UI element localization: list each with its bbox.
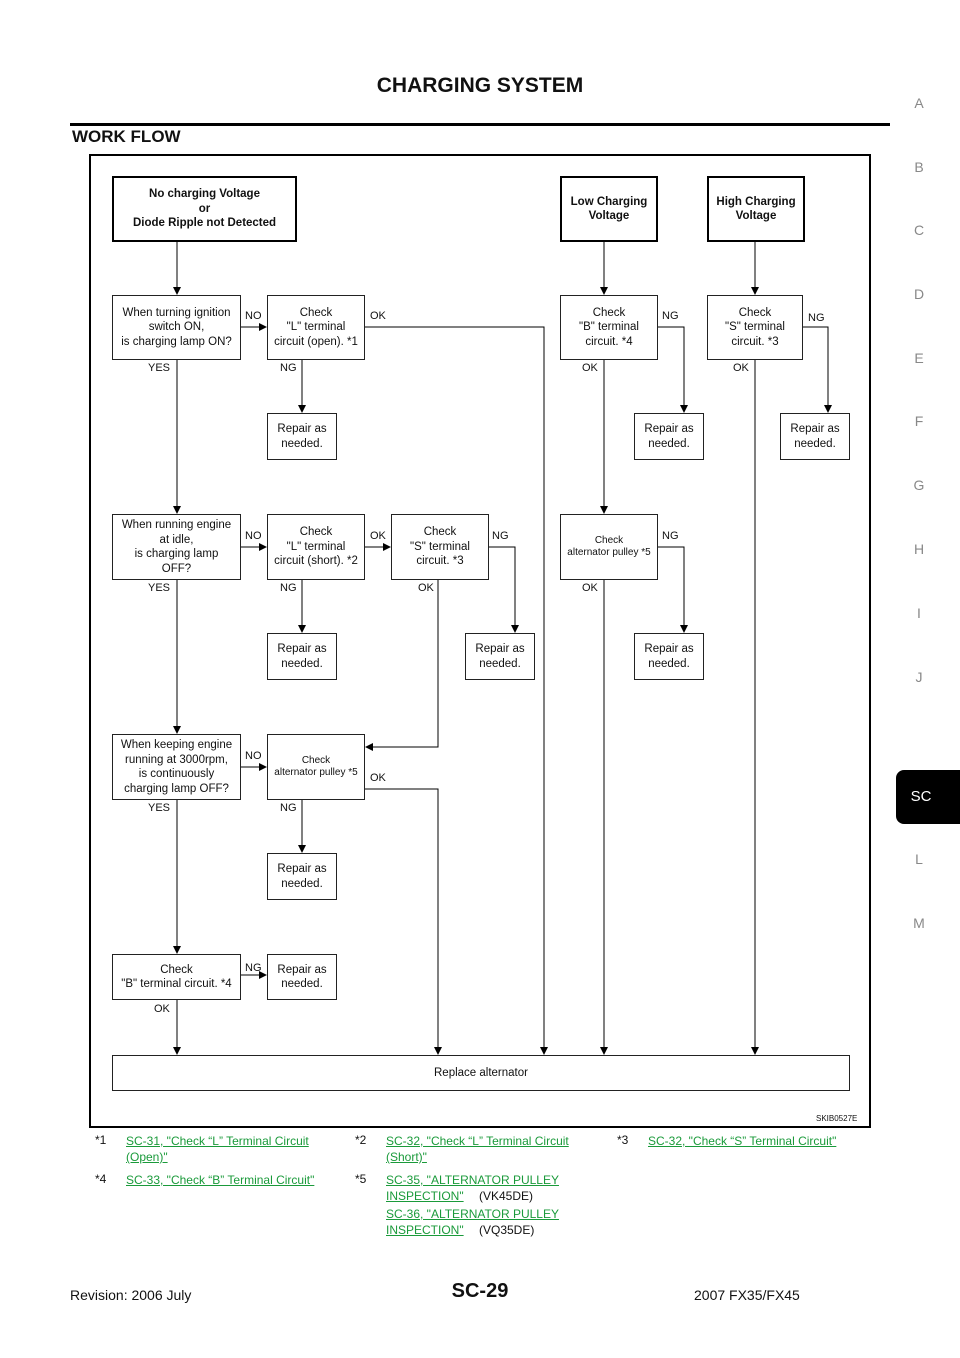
footnote-link-3[interactable]: SC-32, "Check “S” Terminal Circuit": [648, 1134, 837, 1148]
branch-label-no: NO: [245, 530, 262, 542]
diagram-frame: [89, 154, 871, 1128]
diagram-code: SKIB0527E: [816, 1114, 858, 1123]
side-index-d[interactable]: D: [913, 286, 925, 302]
side-index-c[interactable]: C: [913, 222, 925, 238]
repair-box: Repair as needed.: [780, 413, 850, 460]
branch-label-ng: NG: [662, 530, 679, 542]
branch-label-ok: OK: [370, 530, 386, 542]
check-s-terminal-1: Check "S" terminal circuit. *3: [707, 295, 803, 360]
footnote-link-5a[interactable]: SC-35, "ALTERNATOR PULLEY INSPECTION": [386, 1173, 559, 1203]
check-alternator-pulley-2: Check alternator pulley *5: [267, 734, 365, 800]
footnote-engine-vq35de: (VQ35DE): [479, 1223, 535, 1237]
repair-box: Repair as needed.: [267, 633, 337, 680]
footnote-number: *3: [617, 1133, 629, 1147]
side-index-l[interactable]: L: [915, 851, 923, 867]
question-ignition-lamp-on: When turning ignition switch ON, is char…: [112, 295, 241, 360]
page-title: CHARGING SYSTEM: [376, 74, 584, 97]
branch-label-ng: NG: [280, 362, 297, 374]
section-title: WORK FLOW: [72, 127, 181, 146]
side-index-sc[interactable]: SC: [910, 788, 932, 805]
branch-label-ok: OK: [582, 582, 598, 594]
header-rule: [70, 123, 890, 126]
branch-label-ng: NG: [662, 310, 679, 322]
branch-label-ng: NG: [245, 962, 262, 974]
repair-box: Repair as needed.: [267, 954, 337, 1000]
footnote-link-5b[interactable]: SC-36, "ALTERNATOR PULLEY INSPECTION": [386, 1207, 559, 1237]
branch-label-ng: NG: [808, 312, 825, 324]
branch-label-ok: OK: [370, 772, 386, 784]
branch-label-no: NO: [245, 750, 262, 762]
footnote-link-1[interactable]: SC-31, "Check “L” Terminal Circuit (Open…: [126, 1134, 309, 1164]
branch-label-ok: OK: [733, 362, 749, 374]
check-alternator-pulley-1: Check alternator pulley *5: [560, 514, 658, 580]
branch-label-ok: OK: [154, 1003, 170, 1015]
branch-label-ng: NG: [492, 530, 509, 542]
question-idle-lamp-off: When running engine at idle, is charging…: [112, 514, 241, 580]
footer-revision: Revision: 2006 July: [70, 1287, 192, 1303]
footnote-link-2[interactable]: SC-32, "Check “L” Terminal Circuit (Shor…: [386, 1134, 569, 1164]
side-index-j[interactable]: J: [915, 669, 923, 685]
branch-label-yes: YES: [148, 582, 171, 594]
branch-label-ok: OK: [582, 362, 598, 374]
branch-label-no: NO: [245, 310, 262, 322]
replace-alternator: Replace alternator: [112, 1055, 850, 1091]
side-index-g[interactable]: G: [913, 477, 925, 493]
branch-label-ng: NG: [280, 802, 297, 814]
side-index-f[interactable]: F: [914, 413, 924, 429]
branch-label-yes: YES: [148, 802, 171, 814]
start-no-charging-voltage: No charging Voltage or Diode Ripple not …: [112, 176, 297, 242]
side-index-b[interactable]: B: [914, 159, 924, 175]
check-s-terminal-2: Check "S" terminal circuit. *3: [391, 514, 489, 580]
question-3000rpm-lamp-off: When keeping engine running at 3000rpm, …: [112, 734, 241, 800]
start-low-charging-voltage: Low Charging Voltage: [560, 176, 658, 242]
branch-label-ng: NG: [280, 582, 297, 594]
footer-page-number: SC-29: [451, 1280, 509, 1302]
check-l-terminal-open: Check "L" terminal circuit (open). *1: [267, 295, 365, 360]
check-l-terminal-short: Check "L" terminal circuit (short). *2: [267, 514, 365, 580]
check-b-terminal-2: Check "B" terminal circuit. *4: [112, 954, 241, 1000]
footnote-number: *2: [355, 1133, 367, 1147]
branch-label-ok: OK: [370, 310, 386, 322]
side-index-a[interactable]: A: [914, 95, 924, 111]
check-b-terminal-1: Check "B" terminal circuit. *4: [560, 295, 658, 360]
footer-model: 2007 FX35/FX45: [694, 1287, 800, 1303]
start-high-charging-voltage: High Charging Voltage: [707, 176, 805, 242]
repair-box: Repair as needed.: [267, 853, 337, 900]
side-index-e[interactable]: E: [914, 350, 924, 366]
repair-box: Repair as needed.: [267, 413, 337, 460]
repair-box: Repair as needed.: [465, 633, 535, 680]
side-index-h[interactable]: H: [913, 541, 925, 557]
footnote-number: *5: [355, 1172, 367, 1186]
footnote-engine-vk45de: (VK45DE): [479, 1189, 534, 1203]
repair-box: Repair as needed.: [634, 413, 704, 460]
footnote-number: *4: [95, 1172, 107, 1186]
branch-label-yes: YES: [148, 362, 171, 374]
footnote-number: *1: [95, 1133, 107, 1147]
side-index-m[interactable]: M: [913, 915, 925, 931]
side-index-i[interactable]: I: [917, 605, 921, 621]
footnote-link-4[interactable]: SC-33, "Check “B” Terminal Circuit": [126, 1173, 315, 1187]
side-index-active-tab[interactable]: [896, 770, 960, 824]
repair-box: Repair as needed.: [634, 633, 704, 680]
branch-label-ok: OK: [418, 582, 434, 594]
